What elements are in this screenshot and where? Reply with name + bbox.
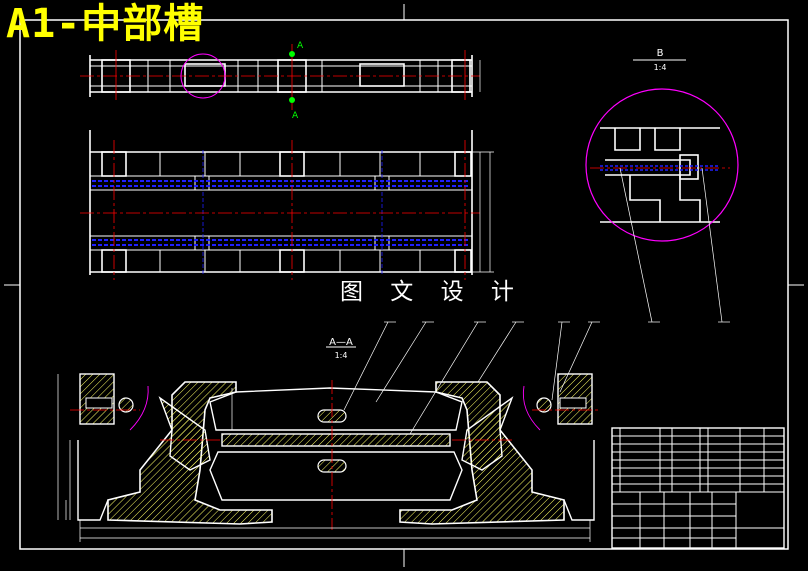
front-view-dimensions [472,151,494,273]
section-leaders [343,321,600,435]
top-view [80,44,481,110]
section-dimensions [57,374,591,542]
front-view [89,130,473,275]
detail-leaders [619,167,730,323]
left-bolt [118,397,134,413]
watermark-text: 图 文 设 计 [340,279,524,305]
middle-plate [221,433,451,447]
drawing-title: A1-中部槽 [6,1,205,47]
front-view-centerlines [80,140,480,280]
section-scale: 1:4 [335,351,348,360]
right-wing [461,396,514,471]
section-label: A—A [329,337,353,348]
section-centerlines [70,380,600,530]
detail-circle [585,88,739,242]
section-view [57,321,600,542]
cut-mark-label-bottom: A [292,111,299,121]
detail-scale: 1:4 [654,63,667,72]
front-view-hidden-lines [92,150,470,275]
detail-label: B [657,48,664,59]
sheet-frame [4,4,804,567]
cut-mark-label-top: A [297,41,304,51]
cut-mark-top [289,51,295,103]
title-block [611,427,785,549]
inner-trough [209,387,463,431]
detail-view-b [600,59,720,223]
right-base-cavity [563,440,595,521]
inner-trough-lower [209,451,463,501]
left-base-cavity [77,440,109,521]
right-bolt [536,397,552,413]
left-wing [158,396,211,471]
